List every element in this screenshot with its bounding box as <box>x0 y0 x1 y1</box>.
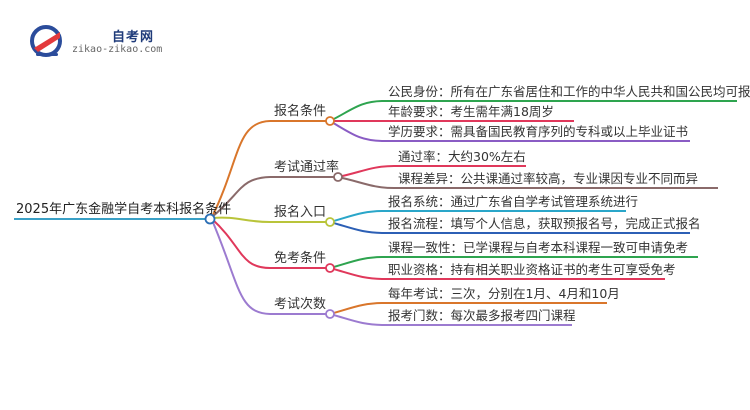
branch-pass-rate[interactable]: 考试通过率 <box>274 160 340 175</box>
logo-title: 自考网 <box>112 30 155 45</box>
leaf-citizenship[interactable]: 公民身份：所有在广东省居住和工作的中华人民共和国公民均可报名 <box>388 84 750 99</box>
logo-url: zikao-zikao.com <box>72 44 163 55</box>
branch-registration-entry[interactable]: 报名入口 <box>274 205 327 220</box>
branch-exemption-conditions[interactable]: 免考条件 <box>274 251 327 266</box>
leaf-course-limit[interactable]: 报考门数：每次最多报考四门课程 <box>388 308 576 323</box>
branch-exam-count[interactable]: 考试次数 <box>274 297 327 312</box>
branch-node-dot <box>325 309 335 319</box>
root-node-dot <box>204 213 216 225</box>
leaf-registration-process[interactable]: 报名流程：填写个人信息，获取预报名号，完成正式报名 <box>388 216 701 231</box>
site-logo[interactable]: 自考网 zikao-zikao.com <box>30 22 210 62</box>
branch-node-dot <box>325 263 335 273</box>
branch-node-dot <box>325 116 335 126</box>
leaf-course-difference[interactable]: 课程差异：公共课通过率较高，专业课因专业不同而异 <box>398 171 699 186</box>
leaf-annual-exams[interactable]: 每年考试：三次，分别在1月、4月和10月 <box>388 286 620 301</box>
leaf-pass-rate[interactable]: 通过率：大约30%左右 <box>398 149 526 164</box>
leaf-education-requirement[interactable]: 学历要求：需具备国民教育序列的专科或以上毕业证书 <box>388 124 689 139</box>
leaf-registration-system[interactable]: 报名系统：通过广东省自学考试管理系统进行 <box>388 194 639 209</box>
branch-registration-conditions[interactable]: 报名条件 <box>274 104 327 119</box>
leaf-course-consistency[interactable]: 课程一致性：已学课程与自考本科课程一致可申请免考 <box>388 240 689 255</box>
branch-node-dot <box>333 172 343 182</box>
branch-node-dot <box>325 217 335 227</box>
root-topic[interactable]: 2025年广东金融学自考本科报名条件 <box>16 202 232 217</box>
logo-mark-icon <box>30 25 62 57</box>
leaf-professional-qualification[interactable]: 职业资格：持有相关职业资格证书的考生可享受免考 <box>388 262 676 277</box>
leaf-age-requirement[interactable]: 年龄要求：考生需年满18周岁 <box>388 104 554 119</box>
